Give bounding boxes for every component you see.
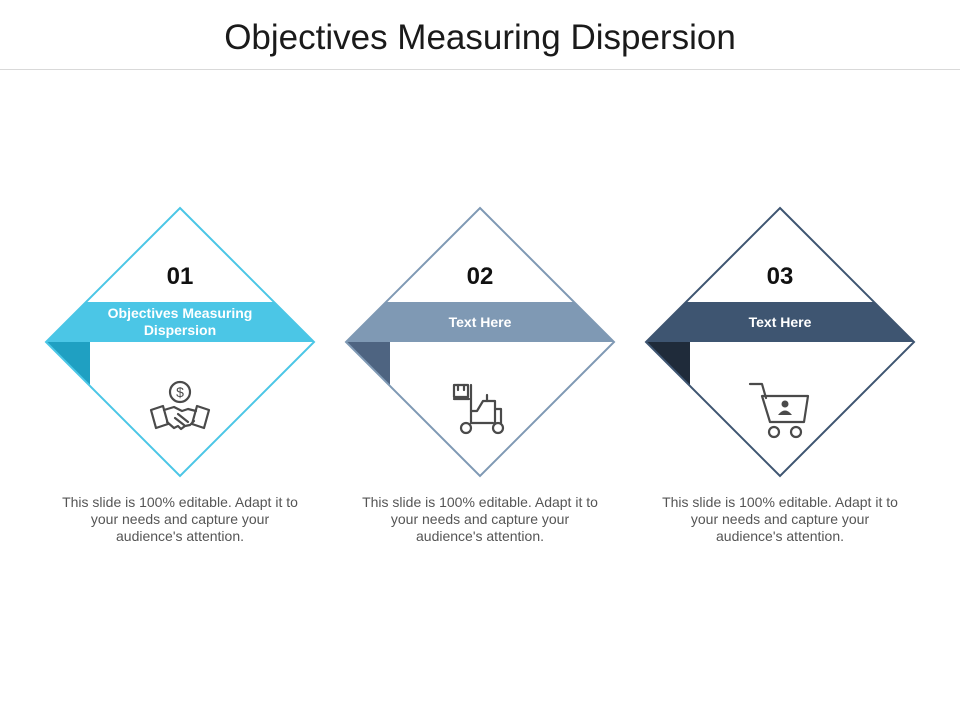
step-number-2: 02 bbox=[466, 263, 494, 290]
band-label-3: Text Here bbox=[748, 313, 812, 330]
diamond-shape-3 bbox=[644, 206, 916, 478]
step-number-1: 01 bbox=[166, 263, 194, 290]
objective-card-3: 03 Text Here bbox=[643, 205, 917, 479]
band-label-1: Objectives Measuring Dispersion bbox=[107, 305, 253, 338]
title-divider bbox=[0, 69, 960, 70]
label-band-1 bbox=[46, 302, 314, 342]
band-label-2: Text Here bbox=[448, 313, 512, 330]
description-text-3: This slide is 100% editable. Adapt it to… bbox=[662, 494, 898, 544]
description-text-1: This slide is 100% editable. Adapt it to… bbox=[62, 494, 298, 544]
label-band-3 bbox=[646, 302, 914, 342]
page-title: Objectives Measuring Dispersion bbox=[224, 18, 736, 57]
step-number-3: 03 bbox=[766, 263, 794, 290]
description-text-2: This slide is 100% editable. Adapt it to… bbox=[362, 494, 598, 544]
objective-card-1: 01 Objectives Measuring Dispersion $ bbox=[43, 205, 317, 479]
objective-card-2: 02 Text Here bbox=[343, 205, 617, 479]
label-band-2 bbox=[346, 302, 614, 342]
diamond-shape-2 bbox=[344, 206, 616, 478]
diamond-shape-1 bbox=[44, 206, 316, 478]
svg-text:$: $ bbox=[176, 384, 184, 400]
